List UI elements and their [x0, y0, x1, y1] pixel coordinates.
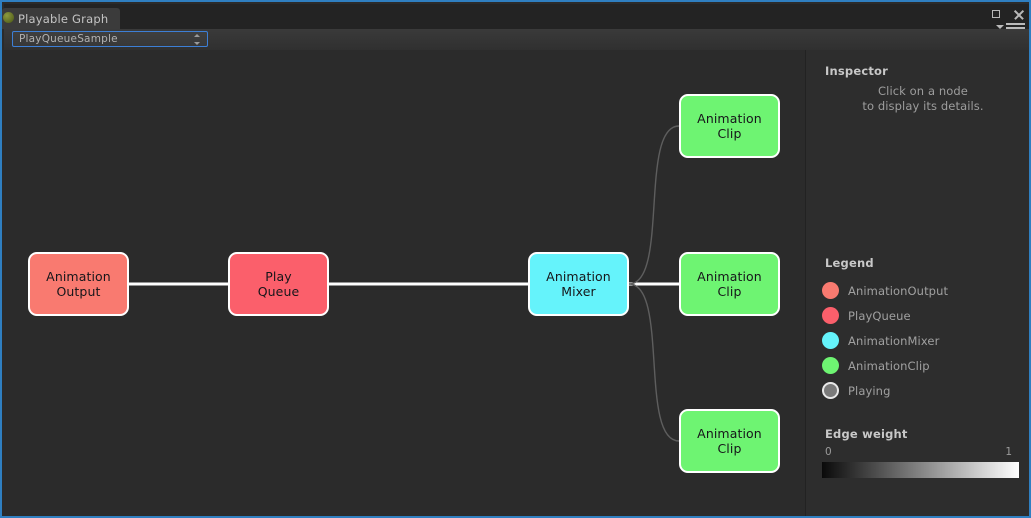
window-titlebar: Playable Graph	[2, 4, 1029, 33]
legend-item-animationclip: AnimationClip	[822, 353, 1022, 378]
caret-down-icon	[996, 25, 1004, 29]
legend-item-animationoutput: AnimationOutput	[822, 278, 1022, 303]
legend-swatch-icon	[822, 382, 839, 399]
legend-swatch-icon	[822, 282, 839, 299]
edge-weight-min-label: 0	[825, 446, 832, 458]
legend-item-label: AnimationMixer	[848, 333, 940, 348]
close-icon[interactable]	[1012, 8, 1025, 21]
tab-playable-graph[interactable]: Playable Graph	[2, 8, 121, 29]
legend-item-label: AnimationClip	[848, 358, 930, 373]
legend-swatch-icon	[822, 332, 839, 349]
edge-weight-max-label: 1	[1005, 446, 1012, 458]
inspector-title: Inspector	[825, 64, 889, 78]
legend-title: Legend	[825, 256, 874, 270]
unity-playable-icon	[3, 12, 14, 23]
graph-select-dropdown[interactable]: PlayQueueSample	[12, 31, 208, 47]
legend-item-playqueue: PlayQueue	[822, 303, 1022, 328]
tab-label: Playable Graph	[18, 11, 109, 26]
updown-arrows-icon	[193, 34, 201, 45]
legend-swatch-icon	[822, 357, 839, 374]
panel-divider	[805, 50, 806, 516]
legend-swatch-icon	[822, 307, 839, 324]
legend-item-label: AnimationOutput	[848, 283, 949, 298]
legend-item-playing: Playing	[822, 378, 1022, 403]
graph-edges	[129, 125, 680, 442]
edge-weight-title: Edge weight	[825, 427, 908, 441]
graph-toolbar: PlayQueueSample	[4, 29, 1029, 51]
graph-edge	[628, 283, 680, 442]
maximize-icon[interactable]	[990, 8, 1003, 21]
legend-item-label: Playing	[848, 383, 891, 398]
window-controls	[990, 8, 1025, 21]
graph-edge	[628, 125, 680, 285]
graph-select-value: PlayQueueSample	[19, 33, 118, 45]
legend-item-animationmixer: AnimationMixer	[822, 328, 1022, 353]
edge-weight-gradient-bar	[822, 462, 1019, 478]
legend-item-label: PlayQueue	[848, 308, 911, 323]
